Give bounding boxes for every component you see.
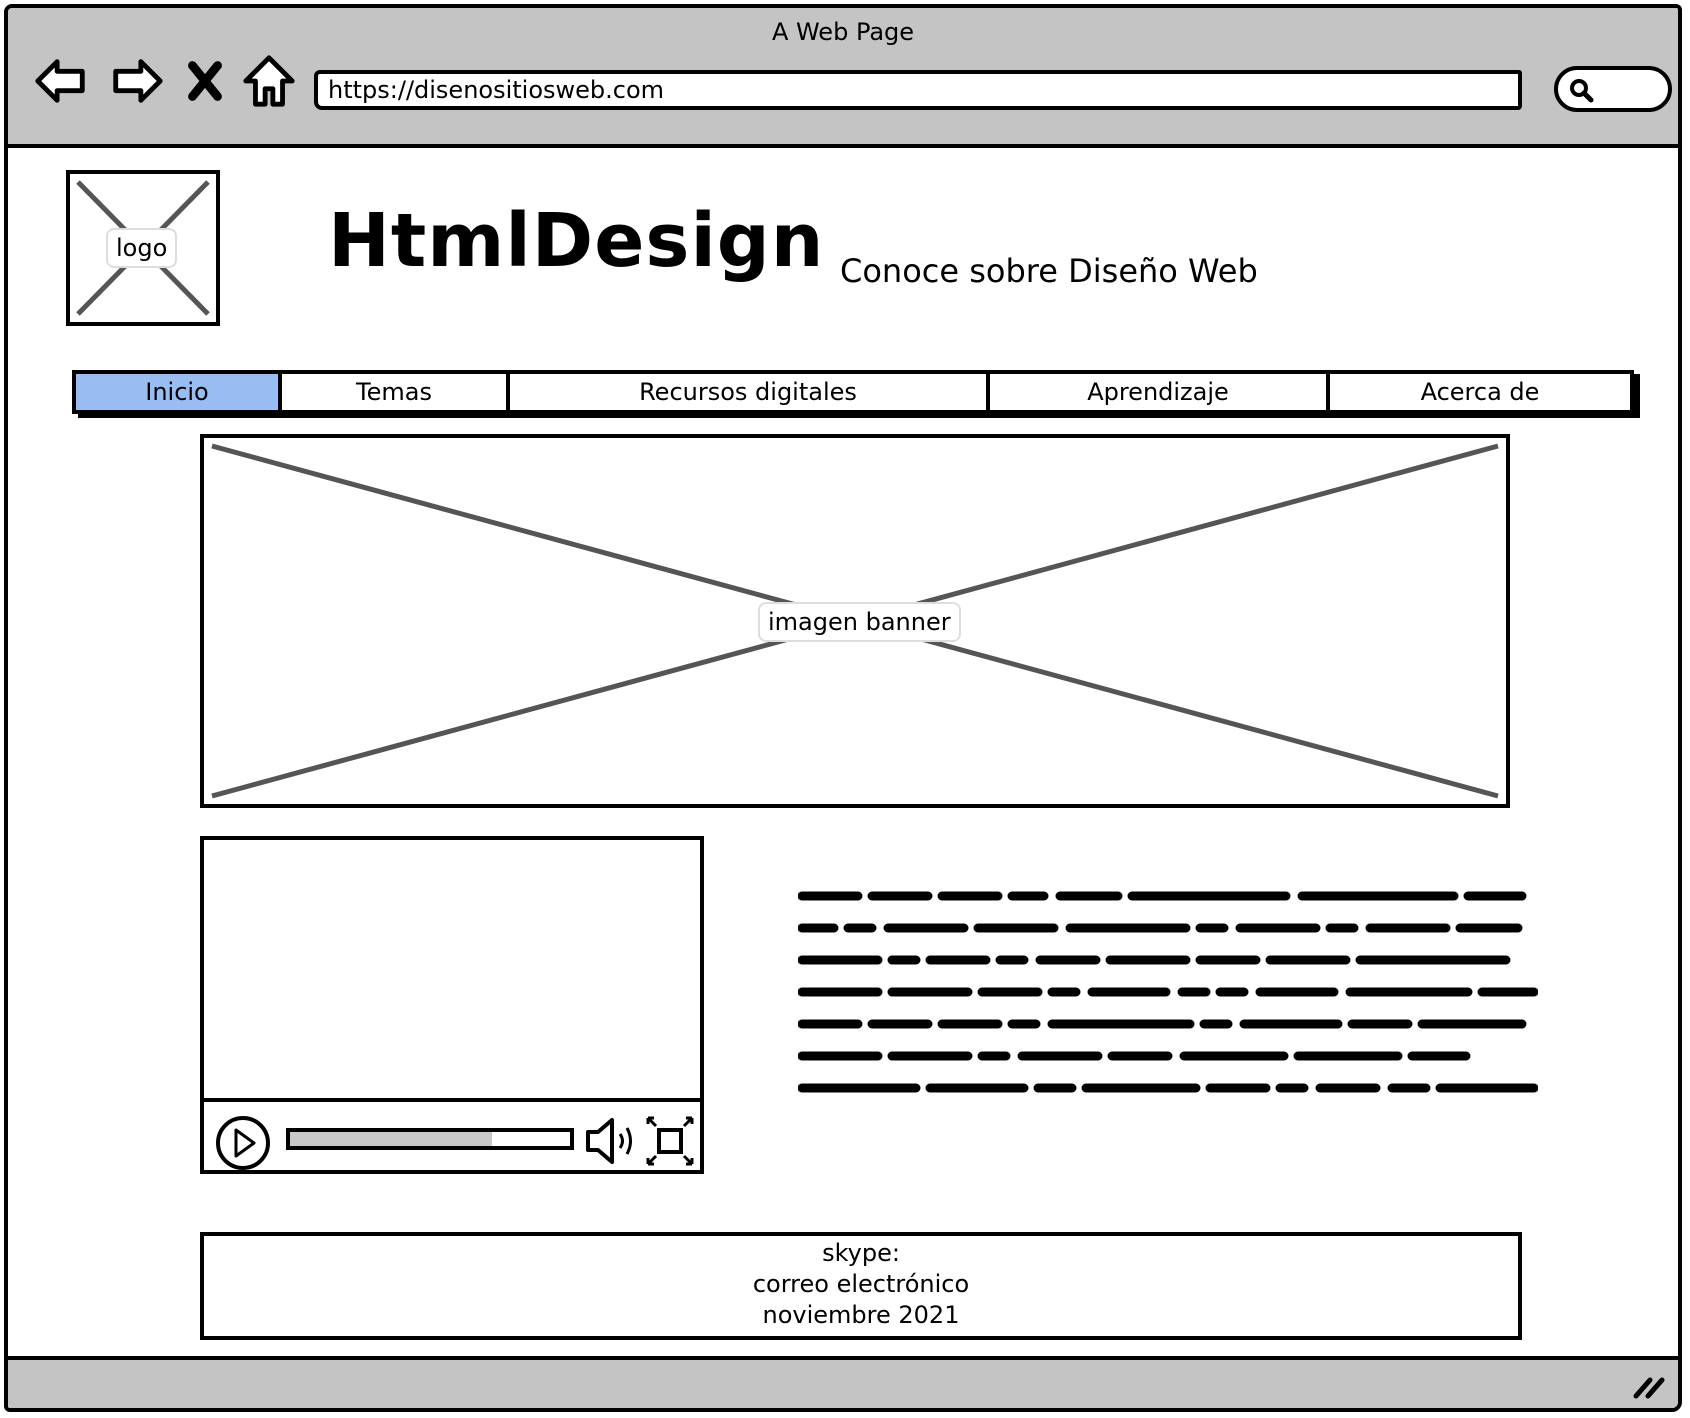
- resize-grip-icon[interactable]: [1632, 1370, 1666, 1400]
- progress-bar[interactable]: [286, 1128, 574, 1150]
- close-x-icon[interactable]: [182, 52, 228, 110]
- logo-label: logo: [106, 228, 178, 268]
- tab-acerca-de[interactable]: Acerca de: [1330, 374, 1630, 410]
- main-nav: Inicio Temas Recursos digitales Aprendiz…: [72, 370, 1634, 414]
- tab-recursos-digitales[interactable]: Recursos digitales: [510, 374, 990, 410]
- search-icon: [1570, 79, 1594, 103]
- banner-label: imagen banner: [758, 602, 961, 642]
- footer-skype: skype:: [822, 1239, 900, 1267]
- placeholder-text-block: [798, 891, 1538, 1093]
- site-title: HtmlDesign: [328, 198, 825, 284]
- play-icon[interactable]: [214, 1114, 272, 1172]
- browser-toolbar: A Web Page https://disenositiosweb.com: [8, 8, 1678, 148]
- window-title: A Web Page: [771, 18, 915, 46]
- video-player[interactable]: [200, 836, 704, 1174]
- status-bar: [8, 1356, 1678, 1408]
- site-tagline: Conoce sobre Diseño Web: [840, 252, 1258, 290]
- fullscreen-icon[interactable]: [644, 1114, 696, 1168]
- footer: skype: correo electrónico noviembre 2021: [200, 1232, 1522, 1340]
- footer-date: noviembre 2021: [762, 1301, 960, 1329]
- tab-temas[interactable]: Temas: [282, 374, 510, 410]
- tab-inicio[interactable]: Inicio: [76, 374, 282, 410]
- back-arrow-icon[interactable]: [32, 52, 90, 110]
- tab-aprendizaje[interactable]: Aprendizaje: [990, 374, 1330, 410]
- browser-window: A Web Page https://disenositiosweb.com l…: [4, 4, 1682, 1412]
- footer-email: correo electrónico: [752, 1270, 970, 1298]
- home-icon[interactable]: [240, 52, 298, 110]
- video-screen[interactable]: [204, 840, 700, 1102]
- banner-image-placeholder: imagen banner: [200, 434, 1510, 808]
- progress-fill: [290, 1132, 492, 1146]
- forward-arrow-icon[interactable]: [108, 52, 166, 110]
- url-input[interactable]: https://disenositiosweb.com: [314, 70, 1522, 110]
- volume-icon[interactable]: [582, 1112, 638, 1170]
- logo-placeholder: logo: [66, 170, 220, 326]
- search-field[interactable]: [1554, 66, 1672, 112]
